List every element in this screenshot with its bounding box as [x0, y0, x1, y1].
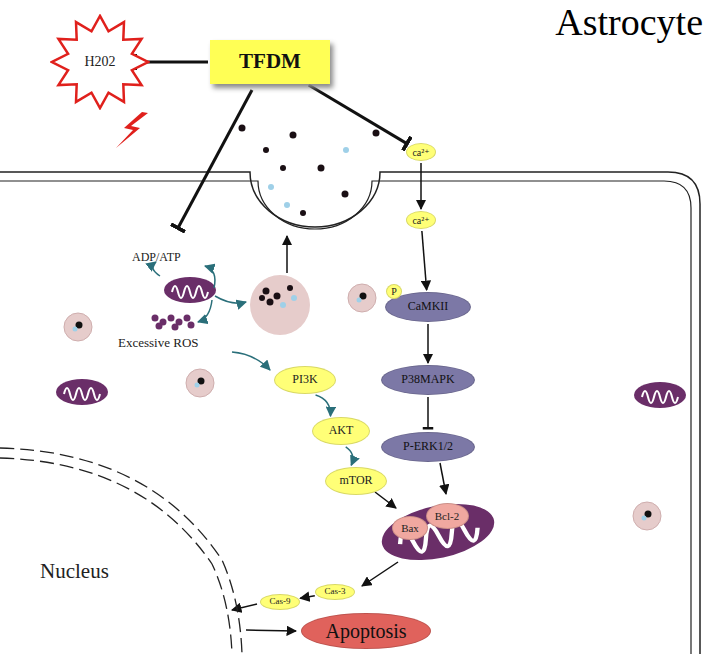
- node-text: H202: [84, 54, 115, 69]
- node-text: Cas-3: [325, 587, 346, 597]
- node-text: P-ERK1/2: [403, 440, 453, 453]
- node-text: ca²⁺: [412, 147, 429, 158]
- node-text: PI3K: [292, 373, 317, 386]
- phospho-circle: P: [386, 284, 402, 299]
- activation-arrow: [420, 163, 422, 209]
- node-text: Bax: [401, 522, 419, 534]
- protein-circle: Bax: [392, 516, 428, 540]
- node-text: mTOR: [339, 474, 372, 487]
- protein-circle: Bcl-2: [426, 503, 469, 529]
- inhibition-line: [309, 85, 407, 144]
- drug-box: TFDM: [210, 40, 330, 84]
- node-text: TFDM: [239, 50, 301, 73]
- pathway-ellipse: AKT: [312, 417, 370, 445]
- caspase-ellipse: Cas-9: [260, 594, 300, 610]
- activation-arrow: [316, 395, 331, 416]
- outcome-ellipse: Apoptosis: [301, 613, 431, 649]
- node-text: Bcl-2: [435, 510, 459, 522]
- node-text: Cas-9: [270, 597, 291, 607]
- cell-title: Astrocyte: [555, 2, 703, 44]
- node-text: AKT: [329, 424, 354, 437]
- ion-ellipse: ca²⁺: [406, 211, 436, 229]
- node-text: CaMKII: [408, 300, 449, 313]
- node-text: Apoptosis: [325, 620, 406, 642]
- caspase-ellipse: Cas-3: [315, 584, 355, 600]
- activation-arrow: [422, 231, 427, 290]
- node-text: P38MAPK: [401, 373, 454, 386]
- node-text: ca²⁺: [412, 215, 429, 226]
- ion-ellipse: ca²⁺: [406, 143, 436, 161]
- activation-arrow: [427, 324, 429, 363]
- stimulus-starburst: H202: [50, 14, 150, 110]
- inhibition-line: [427, 397, 429, 428]
- ros-label: Excessive ROS: [118, 336, 199, 350]
- molecule-label: ADP/ATP: [132, 251, 181, 264]
- activation-arrow: [346, 447, 353, 465]
- compartment-label: Nucleus: [40, 560, 109, 583]
- pathway-ellipse: PI3K: [274, 366, 336, 394]
- activation-arrow: [300, 596, 315, 599]
- kinase-ellipse: P38MAPK: [381, 365, 475, 395]
- pathway-ellipse: mTOR: [325, 467, 387, 495]
- kinase-ellipse: P-ERK1/2: [381, 432, 475, 462]
- node-text: P: [391, 286, 397, 297]
